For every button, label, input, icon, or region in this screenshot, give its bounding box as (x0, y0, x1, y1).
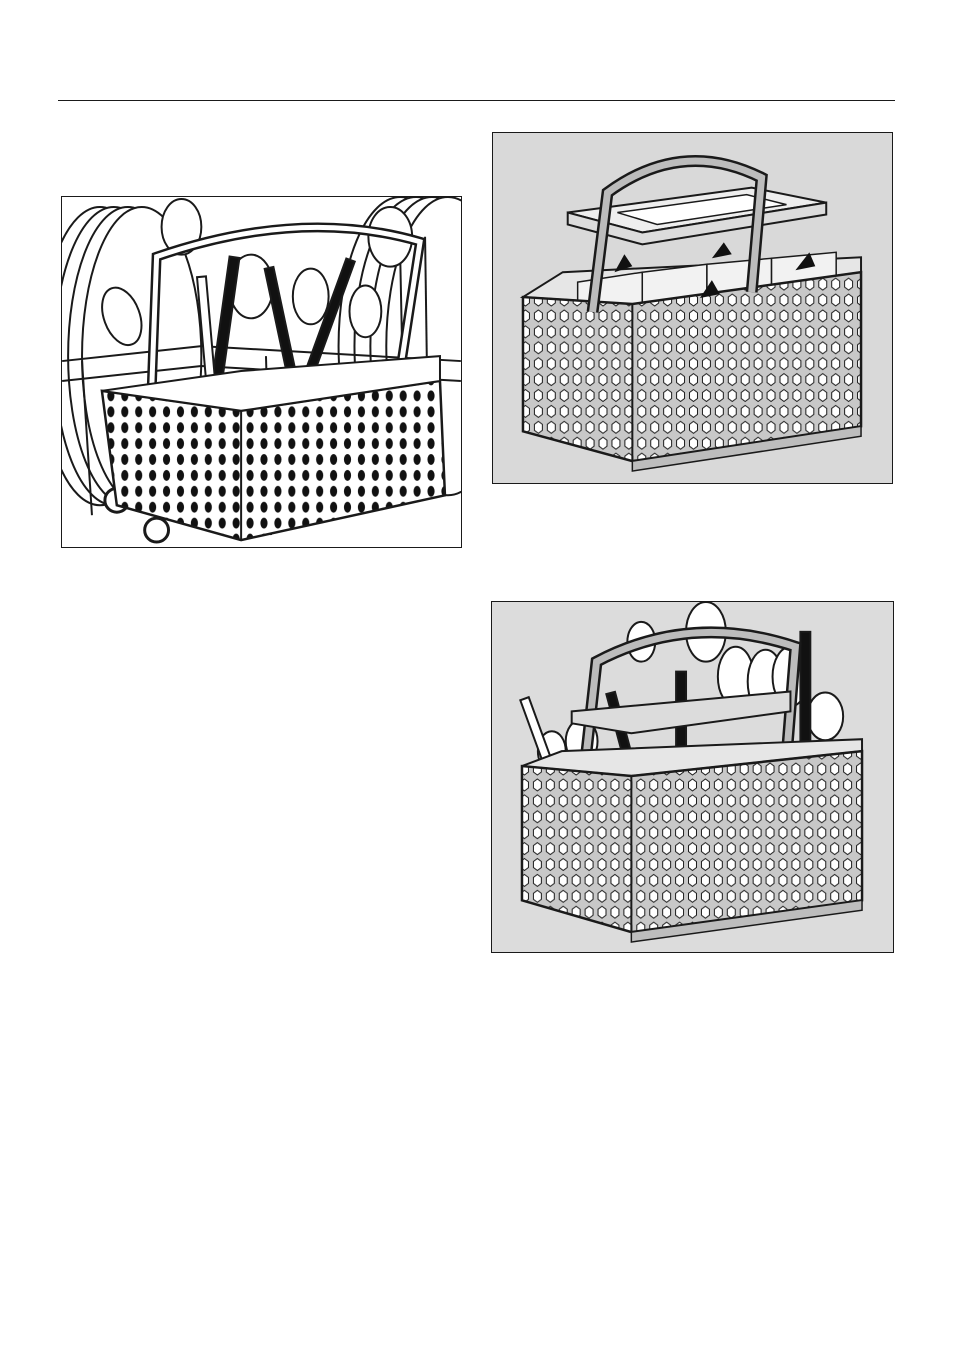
figure-cutlery-basket-insert (492, 132, 893, 484)
arrow-icon (712, 242, 732, 258)
cutlery-basket-loaded-illustration (492, 602, 893, 952)
figure-cutlery-basket-in-rack (61, 196, 462, 548)
cutlery-basket-insert-illustration (493, 133, 892, 483)
header-rule (58, 100, 895, 101)
figure-cutlery-basket-loaded (491, 601, 894, 953)
cutlery-basket-in-rack-illustration (62, 197, 461, 547)
